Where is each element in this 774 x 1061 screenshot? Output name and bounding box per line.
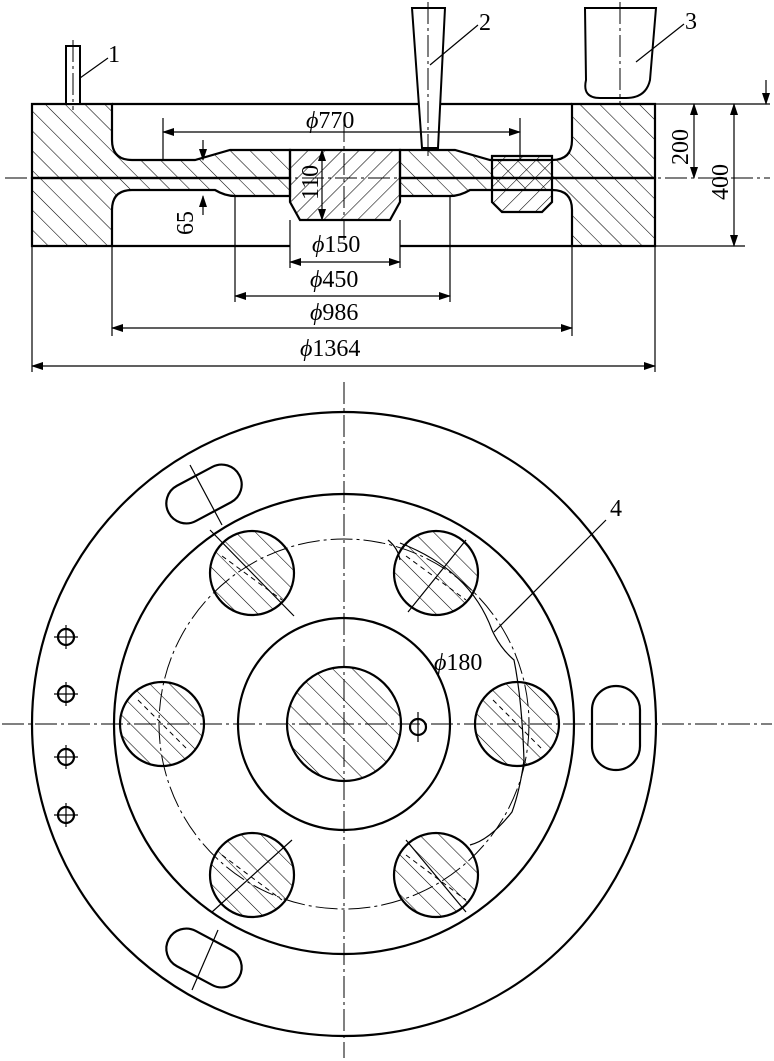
cavity-bottom-right xyxy=(392,831,480,919)
outer-rim xyxy=(30,410,658,1038)
callout-4: 4 xyxy=(610,496,622,522)
slot-right xyxy=(590,684,642,772)
cavity-bottom-left xyxy=(208,831,296,919)
runner-channel xyxy=(387,539,525,846)
dim-770: ϕ770 xyxy=(306,108,354,134)
cavities xyxy=(118,529,561,919)
dim-200: 200 xyxy=(668,129,694,165)
callout-3: 3 xyxy=(685,9,697,35)
mold-body-left-lower xyxy=(30,176,292,248)
dim-180: ϕ180 xyxy=(434,650,482,676)
dim-65: 65 xyxy=(173,211,199,235)
mold-body-section xyxy=(30,102,292,180)
cavity-right xyxy=(473,680,561,768)
dim-400: 400 xyxy=(708,164,734,200)
cavity-left xyxy=(118,680,206,768)
hub-ring xyxy=(236,616,452,832)
dim-110: 110 xyxy=(298,165,324,200)
holes xyxy=(54,625,428,827)
section-view: 1 2 3 ϕ770 65 110 ϕ150 ϕ450 xyxy=(5,2,770,372)
center-sprue xyxy=(285,665,403,783)
inner-rim xyxy=(112,492,576,956)
dim-150: ϕ150 xyxy=(312,232,360,258)
dim-986: ϕ986 xyxy=(310,300,358,326)
callout-1: 1 xyxy=(108,42,120,68)
side-insert xyxy=(490,154,554,214)
callout-2: 2 xyxy=(479,10,491,36)
center-insert xyxy=(288,148,402,222)
slot-top-left xyxy=(165,463,243,525)
cavity-top-right xyxy=(392,529,480,617)
dim-1364: ϕ1364 xyxy=(300,336,360,362)
plan-view: 4 ϕ180 xyxy=(2,382,772,1058)
dim-450: ϕ450 xyxy=(310,267,358,293)
